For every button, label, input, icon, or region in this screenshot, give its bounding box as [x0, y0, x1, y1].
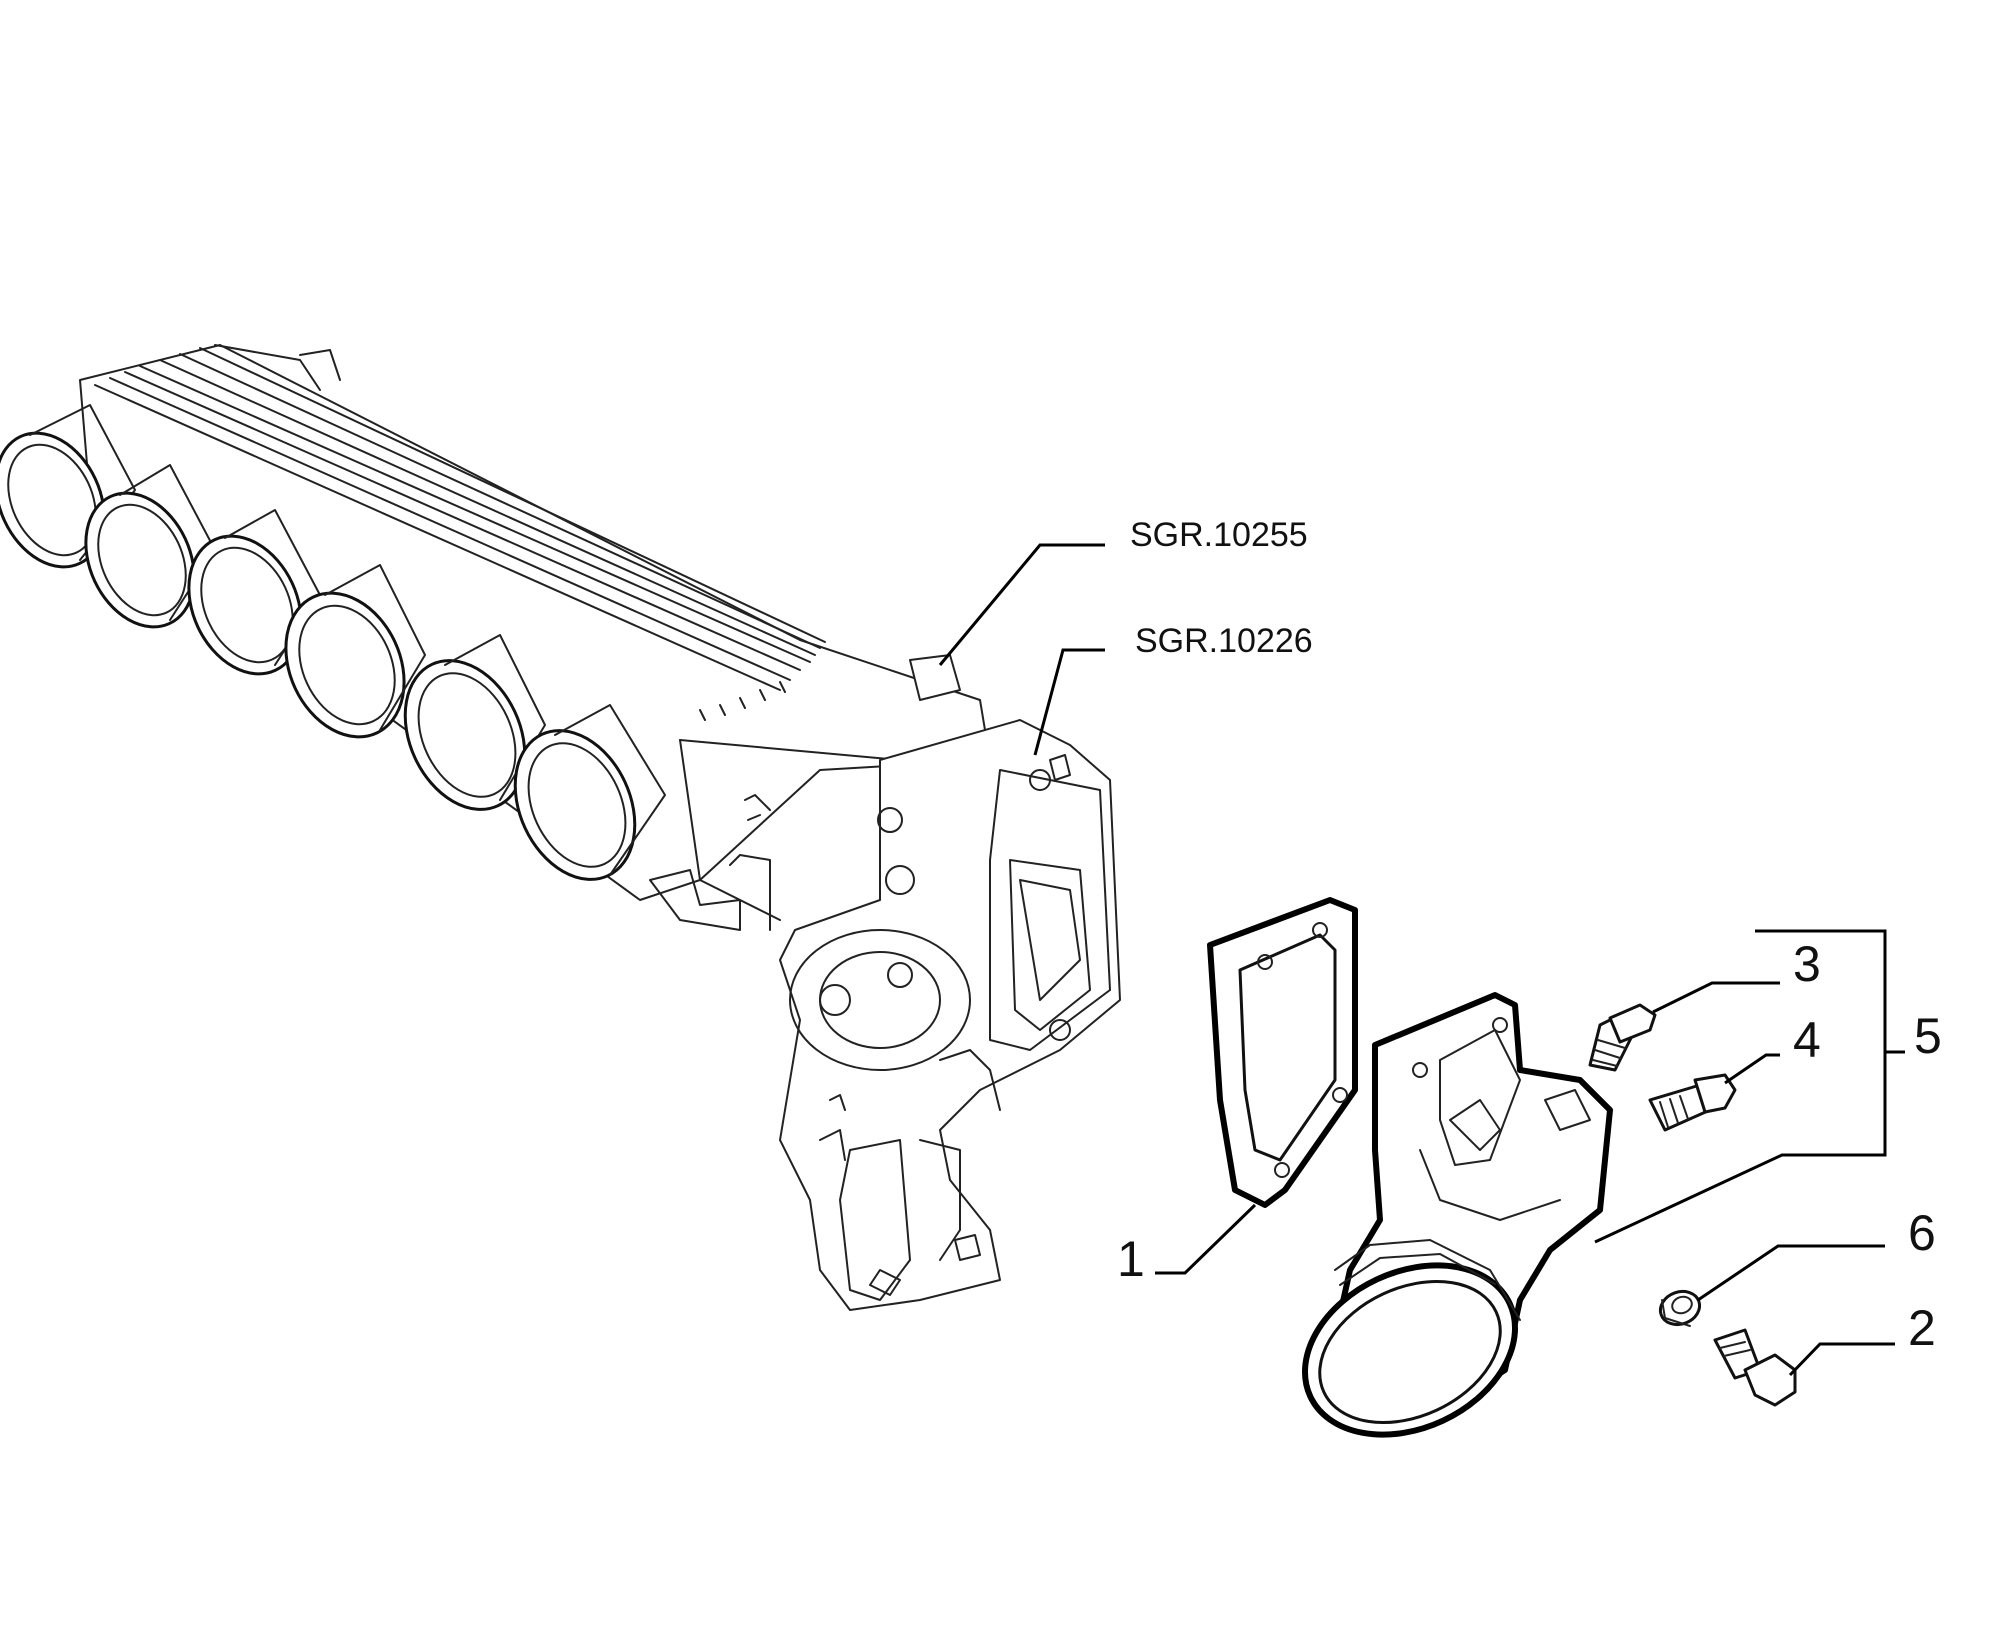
stud-part-4 — [1648, 1073, 1737, 1132]
callout-2: 2 — [1908, 1300, 1936, 1356]
bolt-part-2 — [1713, 1328, 1797, 1407]
callout-6: 6 — [1908, 1205, 1936, 1261]
runner-3 — [187, 509, 321, 676]
gasket-part-1 — [1207, 897, 1358, 1208]
intake-manifold — [0, 344, 991, 931]
throttle-body — [779, 719, 1121, 1311]
runner-4 — [284, 564, 426, 739]
callout-3: 3 — [1793, 936, 1821, 992]
inlet-elbow-part-5 — [1301, 992, 1613, 1438]
callout-4: 4 — [1793, 1012, 1821, 1068]
stud-part-3 — [1588, 1003, 1657, 1072]
callout-leaders — [1155, 929, 1905, 1377]
reference-leaders — [938, 543, 1105, 756]
reference-label-throttle-body: SGR.10226 — [1135, 622, 1313, 660]
callout-5: 5 — [1914, 1008, 1942, 1064]
runner-2 — [84, 464, 216, 629]
nut-part-6 — [1658, 1289, 1702, 1327]
callout-1: 1 — [1117, 1231, 1145, 1287]
reference-label-manifold: SGR.10255 — [1130, 516, 1308, 554]
runner-6 — [513, 704, 666, 881]
